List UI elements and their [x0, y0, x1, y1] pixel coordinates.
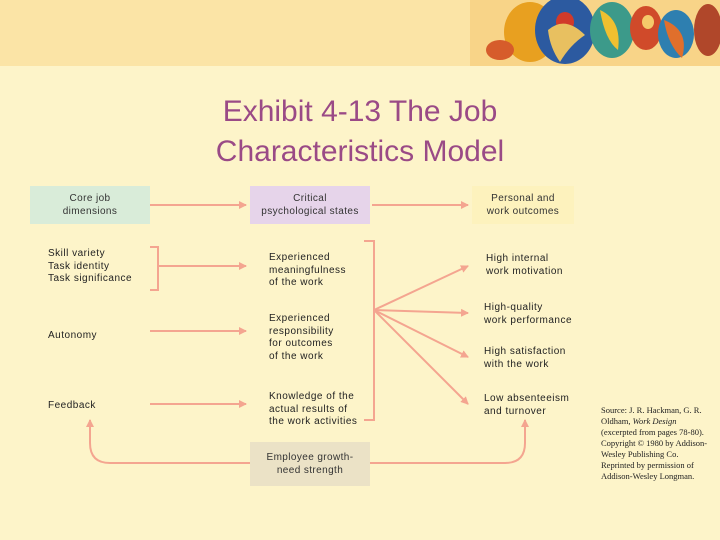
title-line-1: Exhibit 4-13 The Job	[222, 95, 498, 128]
figures-illustration-icon	[470, 0, 720, 66]
dimension-autonomy: Autonomy	[48, 330, 98, 341]
moderator-line-right	[370, 419, 529, 464]
moderator-line-left	[86, 419, 250, 464]
source-citation: Source: J. R. Hackman, G. R. Oldham, Wor…	[601, 405, 708, 481]
header-core-job-dimensions: Core job dimensions	[30, 186, 150, 224]
header-critical-psychological-states: Critical psychological states	[250, 186, 370, 224]
outcome-absenteeism: Low absenteeism and turnover	[484, 393, 570, 417]
outcome-performance: High-quality work performance	[484, 302, 573, 326]
header-personal-work-outcomes: Personal and work outcomes	[472, 186, 574, 224]
dimension-feedback: Feedback	[48, 400, 96, 411]
state-meaningfulness: Experienced meaningfulness of the work	[269, 252, 347, 288]
arrow-to-satisfaction	[373, 309, 469, 358]
bracket-states	[364, 240, 375, 421]
outcome-satisfaction: High satisfaction with the work	[484, 346, 566, 370]
arrow-to-performance	[373, 308, 469, 317]
bracket-skill-group	[150, 246, 159, 291]
dimension-skill-group: Skill variety Task identity Task signifi…	[48, 248, 133, 284]
arrow-to-absenteeism	[373, 309, 469, 405]
state-knowledge: Knowledge of the actual results of the w…	[269, 391, 358, 427]
moderator-growth-need-strength: Employee growth- need strength	[250, 442, 370, 486]
outcome-motivation: High internal work motivation	[486, 253, 563, 277]
state-responsibility: Experienced responsibility for outcomes …	[269, 313, 334, 362]
title-line-2: Characteristics Model	[215, 135, 505, 168]
slide-title: Exhibit 4-13 The Job Characteristics Mod…	[170, 92, 550, 172]
arrow-to-motivation	[373, 265, 469, 311]
header-banner	[0, 0, 720, 66]
